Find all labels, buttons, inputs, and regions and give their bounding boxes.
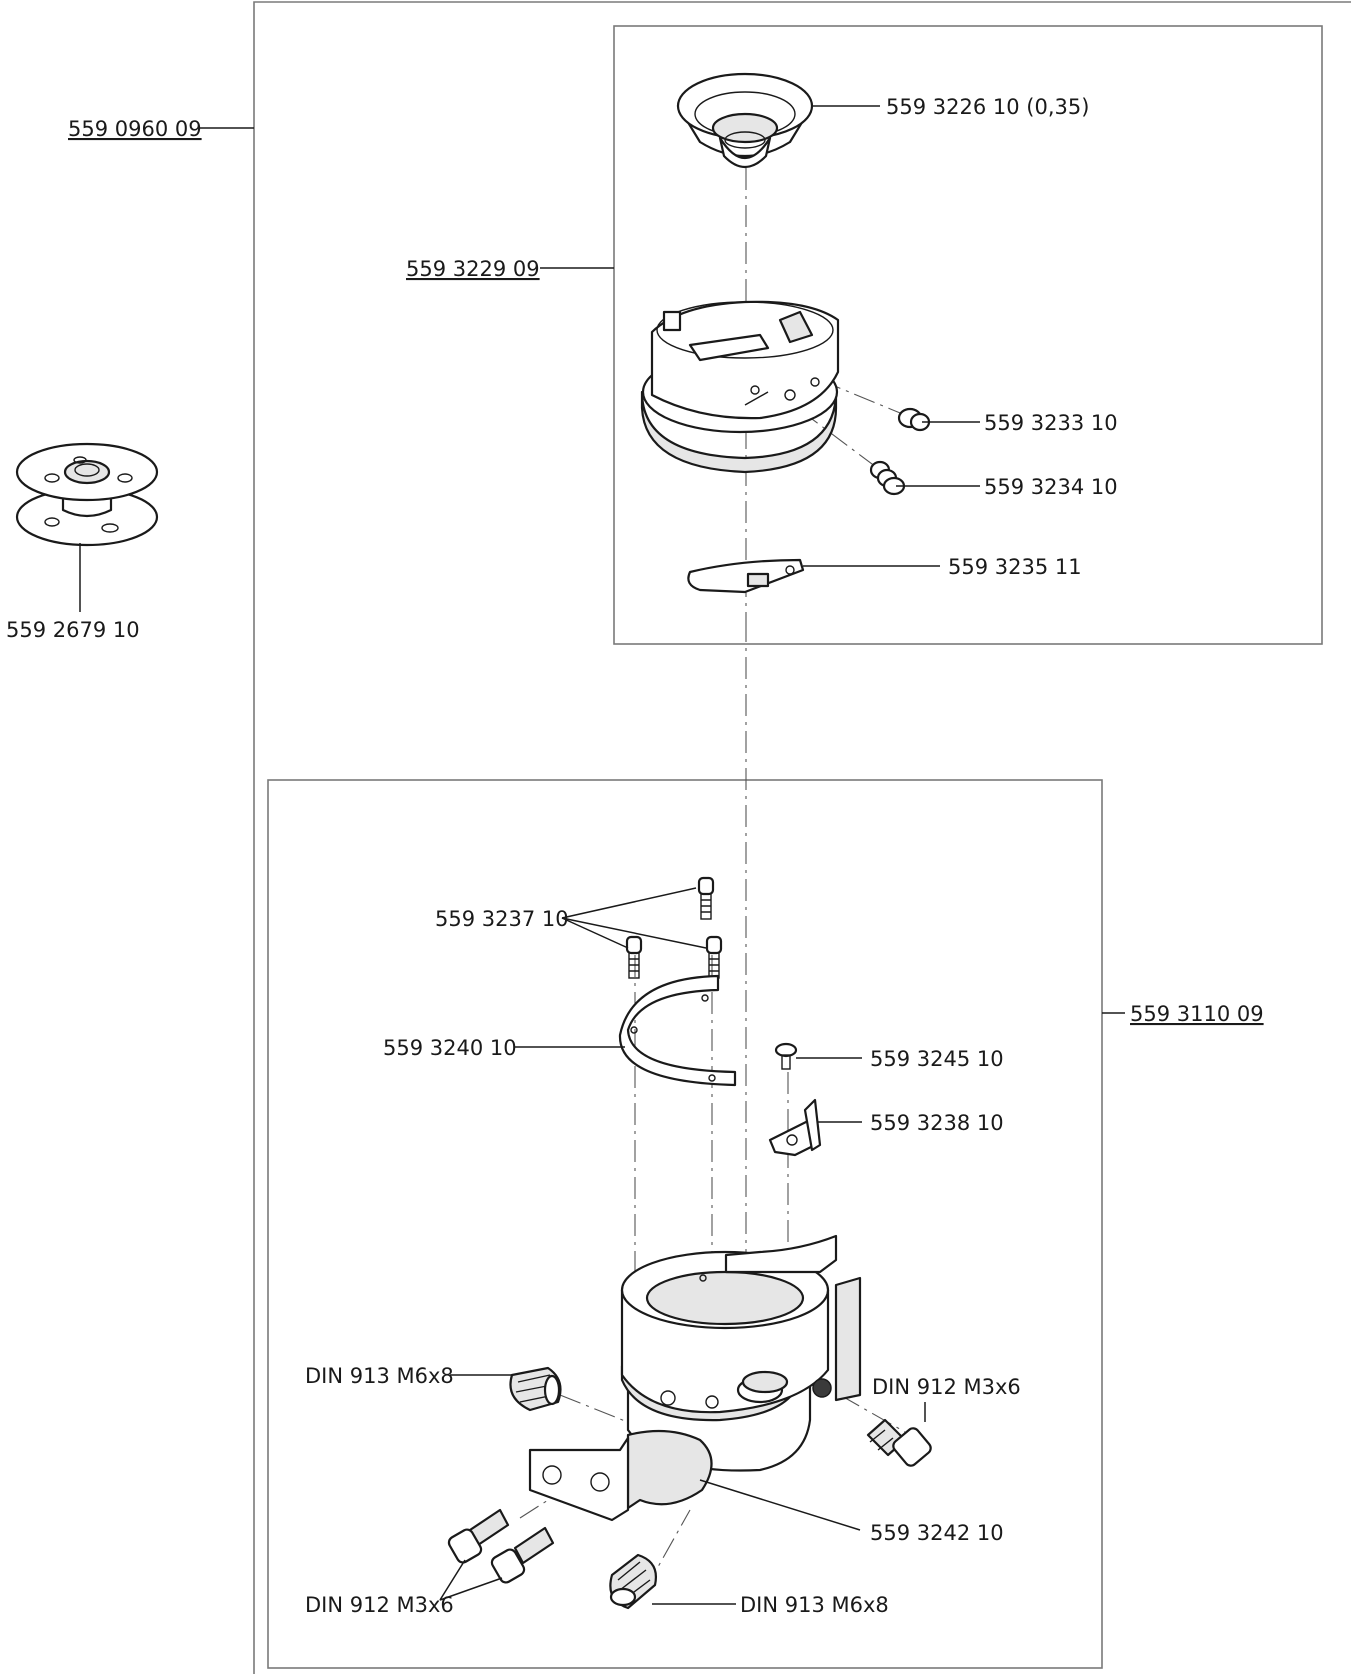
bobbin-case-part — [640, 300, 840, 474]
label-bobbin: 559 2679 10 — [6, 618, 140, 642]
leader-cap-screws-lower-b — [439, 1577, 503, 1601]
bobbin-part — [15, 442, 159, 547]
screw-3237-top-part — [697, 876, 715, 920]
screw-3237-right-part — [705, 935, 723, 979]
label-screw-3237: 559 3237 10 — [435, 907, 569, 931]
screw-3234-part — [869, 460, 906, 496]
screw-3237-left-part — [625, 935, 643, 979]
axis-cap-screw-right — [839, 1394, 906, 1433]
screw-3233-part — [897, 407, 931, 432]
set-screw-upper-part — [509, 1366, 562, 1412]
label-bobbin-case: 559 3229 09 — [406, 257, 540, 281]
cap-screw-right-part — [866, 1418, 932, 1467]
label-set-screw-upper: DIN 913 M6x8 — [305, 1364, 454, 1388]
leader-bracket-3242 — [699, 1479, 861, 1531]
set-screw-lower-part — [609, 1553, 657, 1610]
tension-spring-part — [676, 72, 814, 169]
label-hook-assembly: 559 3110 09 — [1130, 1002, 1264, 1026]
ring-3240-part — [618, 974, 737, 1087]
label-bracket-3242: 559 3242 10 — [870, 1521, 1004, 1545]
label-assembly-main: 559 0960 09 — [68, 117, 202, 141]
label-screw-3234: 559 3234 10 — [984, 475, 1118, 499]
leader-screw-3237-b — [561, 917, 629, 949]
label-clip-3238: 559 3238 10 — [870, 1111, 1004, 1135]
axis-screw-3234 — [799, 409, 881, 471]
clip-3238-part — [768, 1098, 822, 1157]
leader-screw-3237-c — [561, 917, 707, 949]
screw-3245-part — [774, 1042, 798, 1070]
label-screw-3233: 559 3233 10 — [984, 411, 1118, 435]
hook-body-part — [620, 1234, 862, 1472]
label-set-screw-lower: DIN 913 M6x8 — [740, 1593, 889, 1617]
label-screw-3245: 559 3245 10 — [870, 1047, 1004, 1071]
label-latch-3235: 559 3235 11 — [948, 555, 1082, 579]
leader-cap-screws-lower-a — [439, 1559, 466, 1601]
main-assembly-bracket-line — [253, 1, 1351, 1674]
hook-group-frame — [267, 779, 1103, 1669]
bobbin-case-group-frame — [613, 25, 1323, 645]
label-tension-spring: 559 3226 10 (0,35) — [886, 95, 1089, 119]
bracket-3242-part — [528, 1429, 713, 1522]
leader-screw-3237-a — [561, 887, 697, 919]
cap-screws-lower-part — [447, 1508, 555, 1584]
label-cap-screws-lower: DIN 912 M3x6 — [305, 1593, 454, 1617]
label-ring-3240: 559 3240 10 — [383, 1036, 517, 1060]
latch-3235-part — [687, 558, 805, 594]
label-cap-screw-right: DIN 912 M3x6 — [872, 1375, 1021, 1399]
